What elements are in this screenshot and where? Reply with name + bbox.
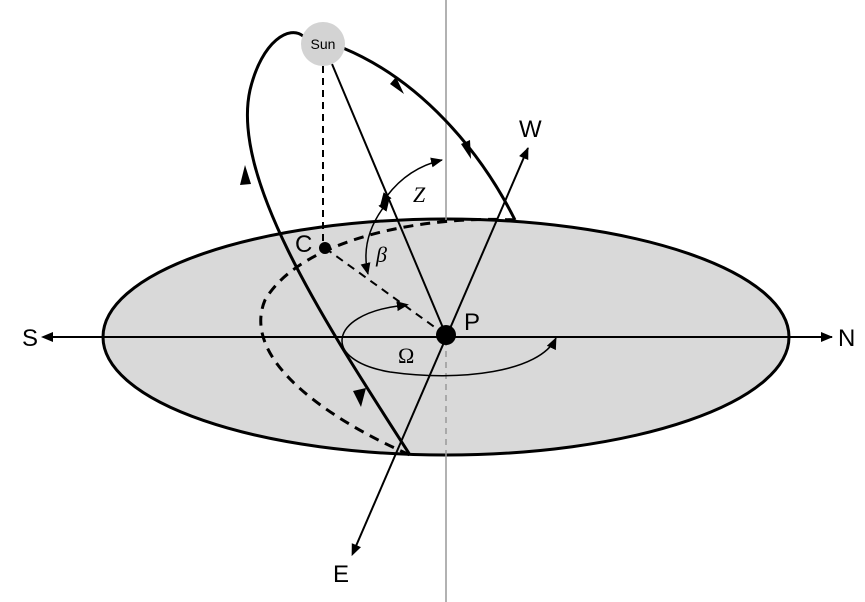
sun-path-hidden	[259, 217, 516, 457]
elevation-angle-label: β	[375, 242, 387, 267]
sun-icon	[301, 22, 345, 66]
path-arrow	[461, 140, 471, 159]
p-label: P	[464, 309, 480, 336]
north-label: N	[838, 325, 855, 352]
sun-label: Sun	[311, 36, 336, 52]
path-arrow	[390, 77, 404, 94]
azimuth-angle-arc	[341, 301, 557, 377]
elevation-angle-arc	[360, 199, 390, 275]
path-arrow	[240, 165, 251, 185]
sun-path-setting	[342, 46, 517, 221]
point-c	[319, 242, 331, 254]
c-label: C	[295, 231, 312, 258]
sun-path-rising	[245, 31, 412, 456]
path-arrow	[353, 388, 366, 407]
zenith-angle-label: Z	[413, 182, 426, 207]
south-label: S	[22, 325, 38, 352]
point-p	[436, 325, 456, 345]
zenith-angle-arc	[380, 157, 443, 205]
azimuth-angle-label: Ω	[398, 343, 414, 368]
west-label: W	[519, 116, 542, 143]
east-label: E	[333, 561, 349, 588]
